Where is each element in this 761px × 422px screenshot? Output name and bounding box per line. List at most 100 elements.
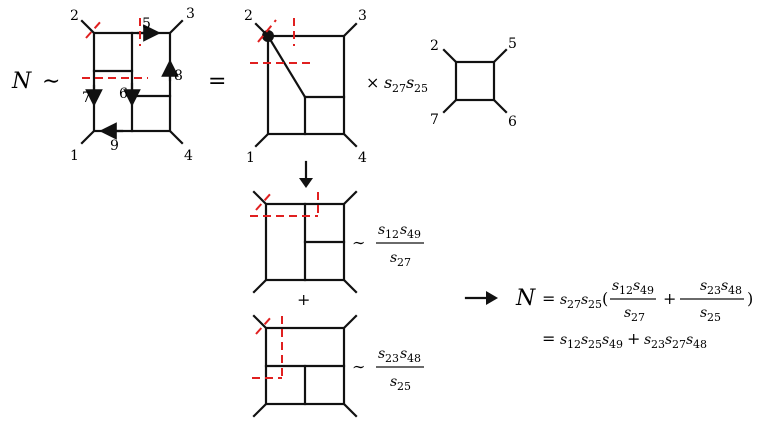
times-sign: × [366,73,379,92]
result2-t1-i1: 12 [567,338,581,351]
frac1-den-i: 27 [397,256,411,269]
graph1-leg-3 [168,19,184,35]
graph3-leg-tr [342,190,358,206]
result-f2-num-i2: 48 [728,284,742,297]
box-leg-5 [492,48,508,64]
result-pre-s1: s [560,292,567,308]
graph2-leg-4 [342,132,358,148]
graph2-label-1: 1 [246,150,255,166]
graph1-leg-1 [80,129,96,145]
down-arrow-head [299,178,313,188]
result-f2-num-s2: s [721,278,728,294]
result-line-1: N = s 27 s 25 ( s 12 s 49 s 27 + s 23 s … [515,278,753,324]
box-diagram: 2 5 7 6 [430,36,517,130]
graph2-label-2: 2 [244,8,253,24]
sim-1: ∼ [352,233,365,252]
label-9: 9 [110,138,119,154]
result-f1-num-i2: 49 [640,284,654,297]
frac1-num-i2: 49 [407,228,421,241]
result-f1-num-i1: 12 [619,284,633,297]
graph4-leg-tl [252,314,268,330]
box-label-7: 7 [430,112,439,128]
result-f2-den-s: s [700,305,707,321]
frac2-num-i2: 48 [407,352,421,365]
frac1-num-s2: s [400,222,407,238]
graph2-leg-1 [254,132,270,148]
result-f2-num-i1: 23 [707,284,721,297]
graph3-leg-tl [252,190,268,206]
result-line-2: = s 12 s 25 s 49 + s 23 s 27 s 48 [542,329,707,351]
factor-i2: 25 [414,82,428,95]
result2-t1-s1: s [560,332,567,348]
fraction-1: s 12 s 49 s 27 [376,222,424,269]
result-f2-num-s1: s [700,278,707,294]
result2-t1-i3: 49 [609,338,623,351]
box-label-6: 6 [508,114,517,130]
frac2-den-i: 25 [397,380,411,393]
result-pre-s2: s [581,292,588,308]
factor-s2: s [406,73,414,92]
right-arrow-head [486,291,498,305]
graph3-leg-bl [252,278,268,294]
graph-term-1 [250,190,358,294]
result-f1-num-s1: s [612,278,619,294]
fraction-2: s 23 s 48 s 25 [376,346,424,393]
frac2-num-i1: 23 [385,352,399,365]
graph3-leg-br [342,278,358,294]
graph2-diagonal [266,34,307,99]
frac1-num-s1: s [378,222,385,238]
frac2-den-s: s [390,374,397,390]
result-eq: = [542,289,555,308]
graph2-label-3: 3 [358,8,367,24]
result2-t2-i2: 27 [672,338,686,351]
graph2-label-4: 4 [358,150,367,166]
frac2-num-s2: s [400,346,407,362]
frac2-num-s1: s [378,346,385,362]
box-label-2: 2 [430,38,439,54]
plus-sign: + [297,290,310,309]
graph4-leg-bl [252,402,268,418]
factor-i1: 27 [392,82,406,95]
graph3-cut-leg [255,191,273,211]
result2-t2-s1: s [644,332,651,348]
graph-cut-middle: 2 3 1 4 [244,8,367,166]
label-8: 8 [174,68,183,84]
factor-s27-s25: s 27 s 25 [384,73,428,95]
lhs-sim: ∼ [42,69,60,94]
result2-t2-s3: s [686,332,693,348]
graph1-leg-4 [168,129,184,145]
frac1-den-s: s [390,250,397,266]
result2-eq: = [542,329,555,348]
result2-plus: + [627,329,640,348]
graph2-leg-3 [342,22,358,38]
result-f1-den-s: s [624,305,631,321]
box-leg-6 [492,98,508,114]
result2-t2-s2: s [665,332,672,348]
result-open-paren: ( [602,289,608,308]
graph1-leg-2 [80,19,96,35]
box-square [454,60,496,102]
label-6: 6 [119,86,128,102]
label-1: 1 [70,148,79,164]
graph4-leg-br [342,402,358,418]
equals-sign: = [208,69,226,94]
result-close-paren: ) [747,289,753,308]
graph4-leg-tr [342,314,358,330]
result2-t2-i3: 48 [693,338,707,351]
cut-leg-2 [85,19,103,39]
box-leg-2 [442,48,458,64]
result-N: N [515,286,536,311]
graph2-leg-2 [254,22,270,38]
result2-t1-s2: s [581,332,588,348]
label-4: 4 [184,148,193,164]
result-pre-i1: 27 [567,298,581,311]
label-5: 5 [142,16,151,32]
result2-t1-i2: 25 [588,338,602,351]
sim-2: ∼ [352,357,365,376]
result-f1-den-i: 27 [631,311,645,324]
graph2-cut-leg [257,19,277,43]
result-plus: + [663,289,676,308]
result-f1-num-s2: s [633,278,640,294]
label-3: 3 [186,6,195,22]
